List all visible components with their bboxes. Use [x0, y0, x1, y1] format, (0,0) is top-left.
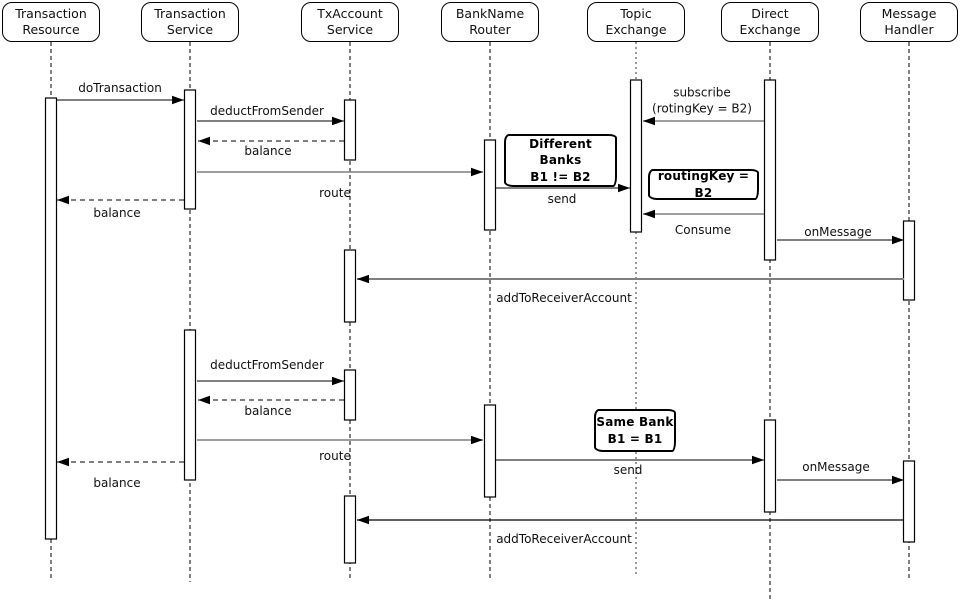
message-arrowhead-balance-13 [57, 457, 69, 467]
participant-label-line: Transaction [15, 6, 87, 21]
message-label-addtoreceiveraccount-16: addToReceiverAccount [496, 532, 632, 547]
participant-label-line: Direct [751, 6, 789, 21]
note-text-line: Different Banks [529, 137, 592, 168]
message-arrowhead-balance-4 [57, 195, 69, 205]
activation-bar-txaccount-service [343, 99, 357, 161]
message-label-subscribe-5: subscribe(rotingKey = B2) [652, 85, 752, 116]
activation-bar-txaccount-service [343, 369, 357, 421]
message-label-line: subscribe [673, 85, 731, 100]
message-label-onmessage-8: onMessage [804, 225, 872, 240]
participant-label-line: Exchange [605, 22, 667, 37]
note-text-line: routingKey = B2 [657, 169, 750, 200]
participant-label-line: BankName [455, 6, 525, 21]
activation-bar-message-handler [902, 220, 916, 301]
message-label-send-14: send [613, 463, 643, 478]
activation-bar-txaccount-service [343, 249, 357, 323]
message-label-balance-2: balance [244, 144, 292, 159]
message-arrowhead-consume-7 [643, 209, 655, 219]
activation-bar-transaction-service [183, 89, 197, 210]
activation-bar-bankname-router [483, 404, 497, 498]
message-arrowhead-balance-11 [198, 395, 210, 405]
message-label-deductfromsender-10: deductFromSender [210, 358, 324, 373]
participant-label-line: Router [469, 22, 511, 37]
message-label-route-12: route [319, 449, 351, 464]
note-text-line: B1 != B2 [530, 169, 591, 184]
activation-bar-txaccount-service [343, 495, 357, 564]
activation-bar-direct-exchange [763, 79, 777, 261]
message-arrowhead-addtoreceiveraccount-16 [357, 515, 369, 525]
message-label-balance-4: balance [93, 206, 141, 221]
activation-bar-topic-exchange [629, 79, 643, 233]
message-arrowhead-balance-2 [198, 136, 210, 146]
message-label-addtoreceiveraccount-9: addToReceiverAccount [496, 291, 632, 306]
message-arrowhead-onmessage-15 [892, 475, 904, 485]
message-label-send-6: send [547, 192, 577, 207]
message-label-onmessage-15: onMessage [802, 460, 870, 475]
activation-bar-direct-exchange [763, 419, 777, 513]
participant-label-line: Handler [884, 22, 934, 37]
note-text-line: Same Bank [596, 415, 674, 430]
message-arrowhead-deductfromsender-1 [332, 116, 344, 126]
activation-bar-bankname-router [483, 139, 497, 231]
message-arrowhead-addtoreceiveraccount-9 [357, 274, 369, 284]
message-arrowhead-send-6 [618, 183, 630, 193]
message-arrowhead-onmessage-8 [892, 235, 904, 245]
message-arrowhead-dotransaction-0 [172, 95, 184, 105]
participant-label-line: Resource [22, 22, 80, 37]
participant-label-line: Transaction [154, 6, 226, 21]
message-arrowhead-route-12 [471, 435, 483, 445]
message-label-route-3: route [319, 186, 351, 201]
message-label-line: (rotingKey = B2) [652, 101, 752, 115]
participant-label-line: Message [881, 6, 937, 21]
note-routingkey-b2: routingKey = B2 [648, 169, 759, 200]
participant-label-line: Service [166, 22, 214, 37]
message-label-balance-13: balance [93, 476, 141, 491]
participant-label-line: Service [326, 22, 374, 37]
message-arrowhead-subscribe-5 [643, 116, 655, 126]
participant-label-line: Topic [620, 6, 652, 21]
message-label-dotransaction-0: doTransaction [78, 81, 162, 96]
activation-bar-transaction-resource [44, 97, 58, 540]
activation-bar-message-handler [902, 460, 916, 543]
note-text-line: B1 = B1 [607, 431, 663, 446]
participant-label-line: Exchange [739, 22, 801, 37]
message-label-consume-7: Consume [674, 223, 732, 238]
message-arrowhead-send-14 [752, 455, 764, 465]
message-label-deductfromsender-1: deductFromSender [210, 104, 324, 119]
activation-bar-transaction-service [183, 329, 197, 481]
message-label-balance-11: balance [244, 404, 292, 419]
message-arrowhead-route-3 [471, 167, 483, 177]
participant-label-line: TxAccount [317, 6, 383, 21]
message-arrowhead-deductfromsender-10 [332, 376, 344, 386]
